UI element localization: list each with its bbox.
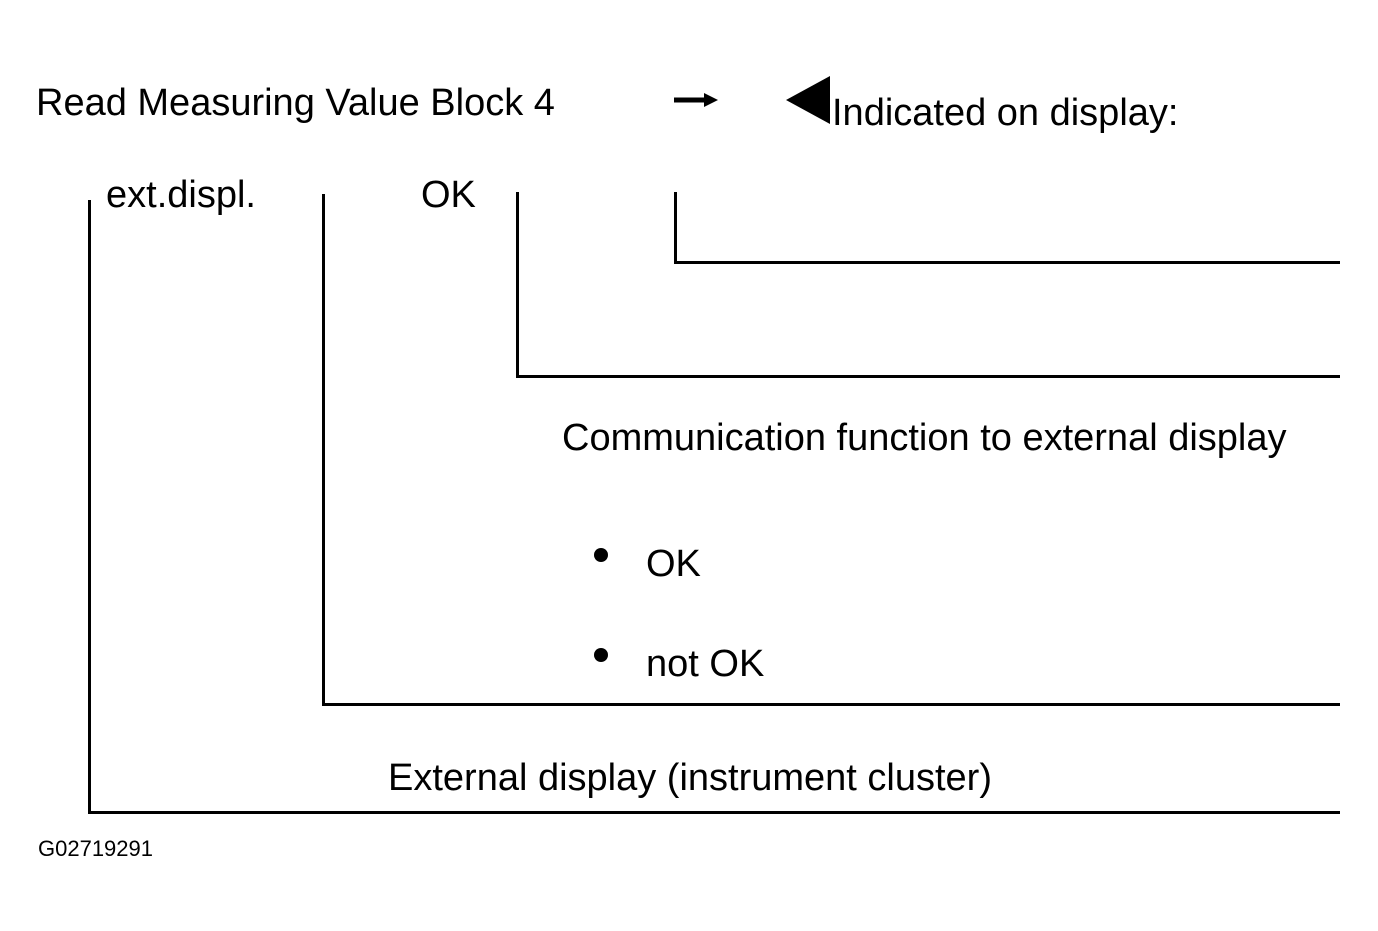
bullet-icon [594, 648, 608, 662]
bracket-ext-displ-vertical [88, 200, 91, 814]
bracket-field2-horizontal [322, 703, 1340, 706]
external-display-description: External display (instrument cluster) [388, 757, 992, 799]
bracket-field4-horizontal [674, 261, 1340, 264]
bracket-field2-vertical [322, 194, 325, 706]
figure-id: G02719291 [38, 836, 153, 861]
display-field-ok: OK [421, 174, 476, 216]
bracket-field4-vertical [674, 192, 677, 264]
bullet-icon [594, 548, 608, 562]
display-field-ext-displ: ext.displ. [106, 174, 256, 216]
diagram-title: Read Measuring Value Block 4 [36, 82, 555, 124]
left-triangle-pointer-icon [786, 76, 830, 124]
communication-description: Communication function to external displ… [562, 417, 1287, 459]
option-ok: OK [646, 543, 701, 585]
right-arrow-icon [674, 93, 718, 107]
option-not-ok: not OK [646, 643, 765, 685]
indicated-on-display-label: Indicated on display: [832, 92, 1179, 134]
bracket-ok-vertical [516, 192, 519, 378]
bracket-ok-horizontal [516, 375, 1340, 378]
bracket-ext-displ-horizontal [88, 811, 1340, 814]
